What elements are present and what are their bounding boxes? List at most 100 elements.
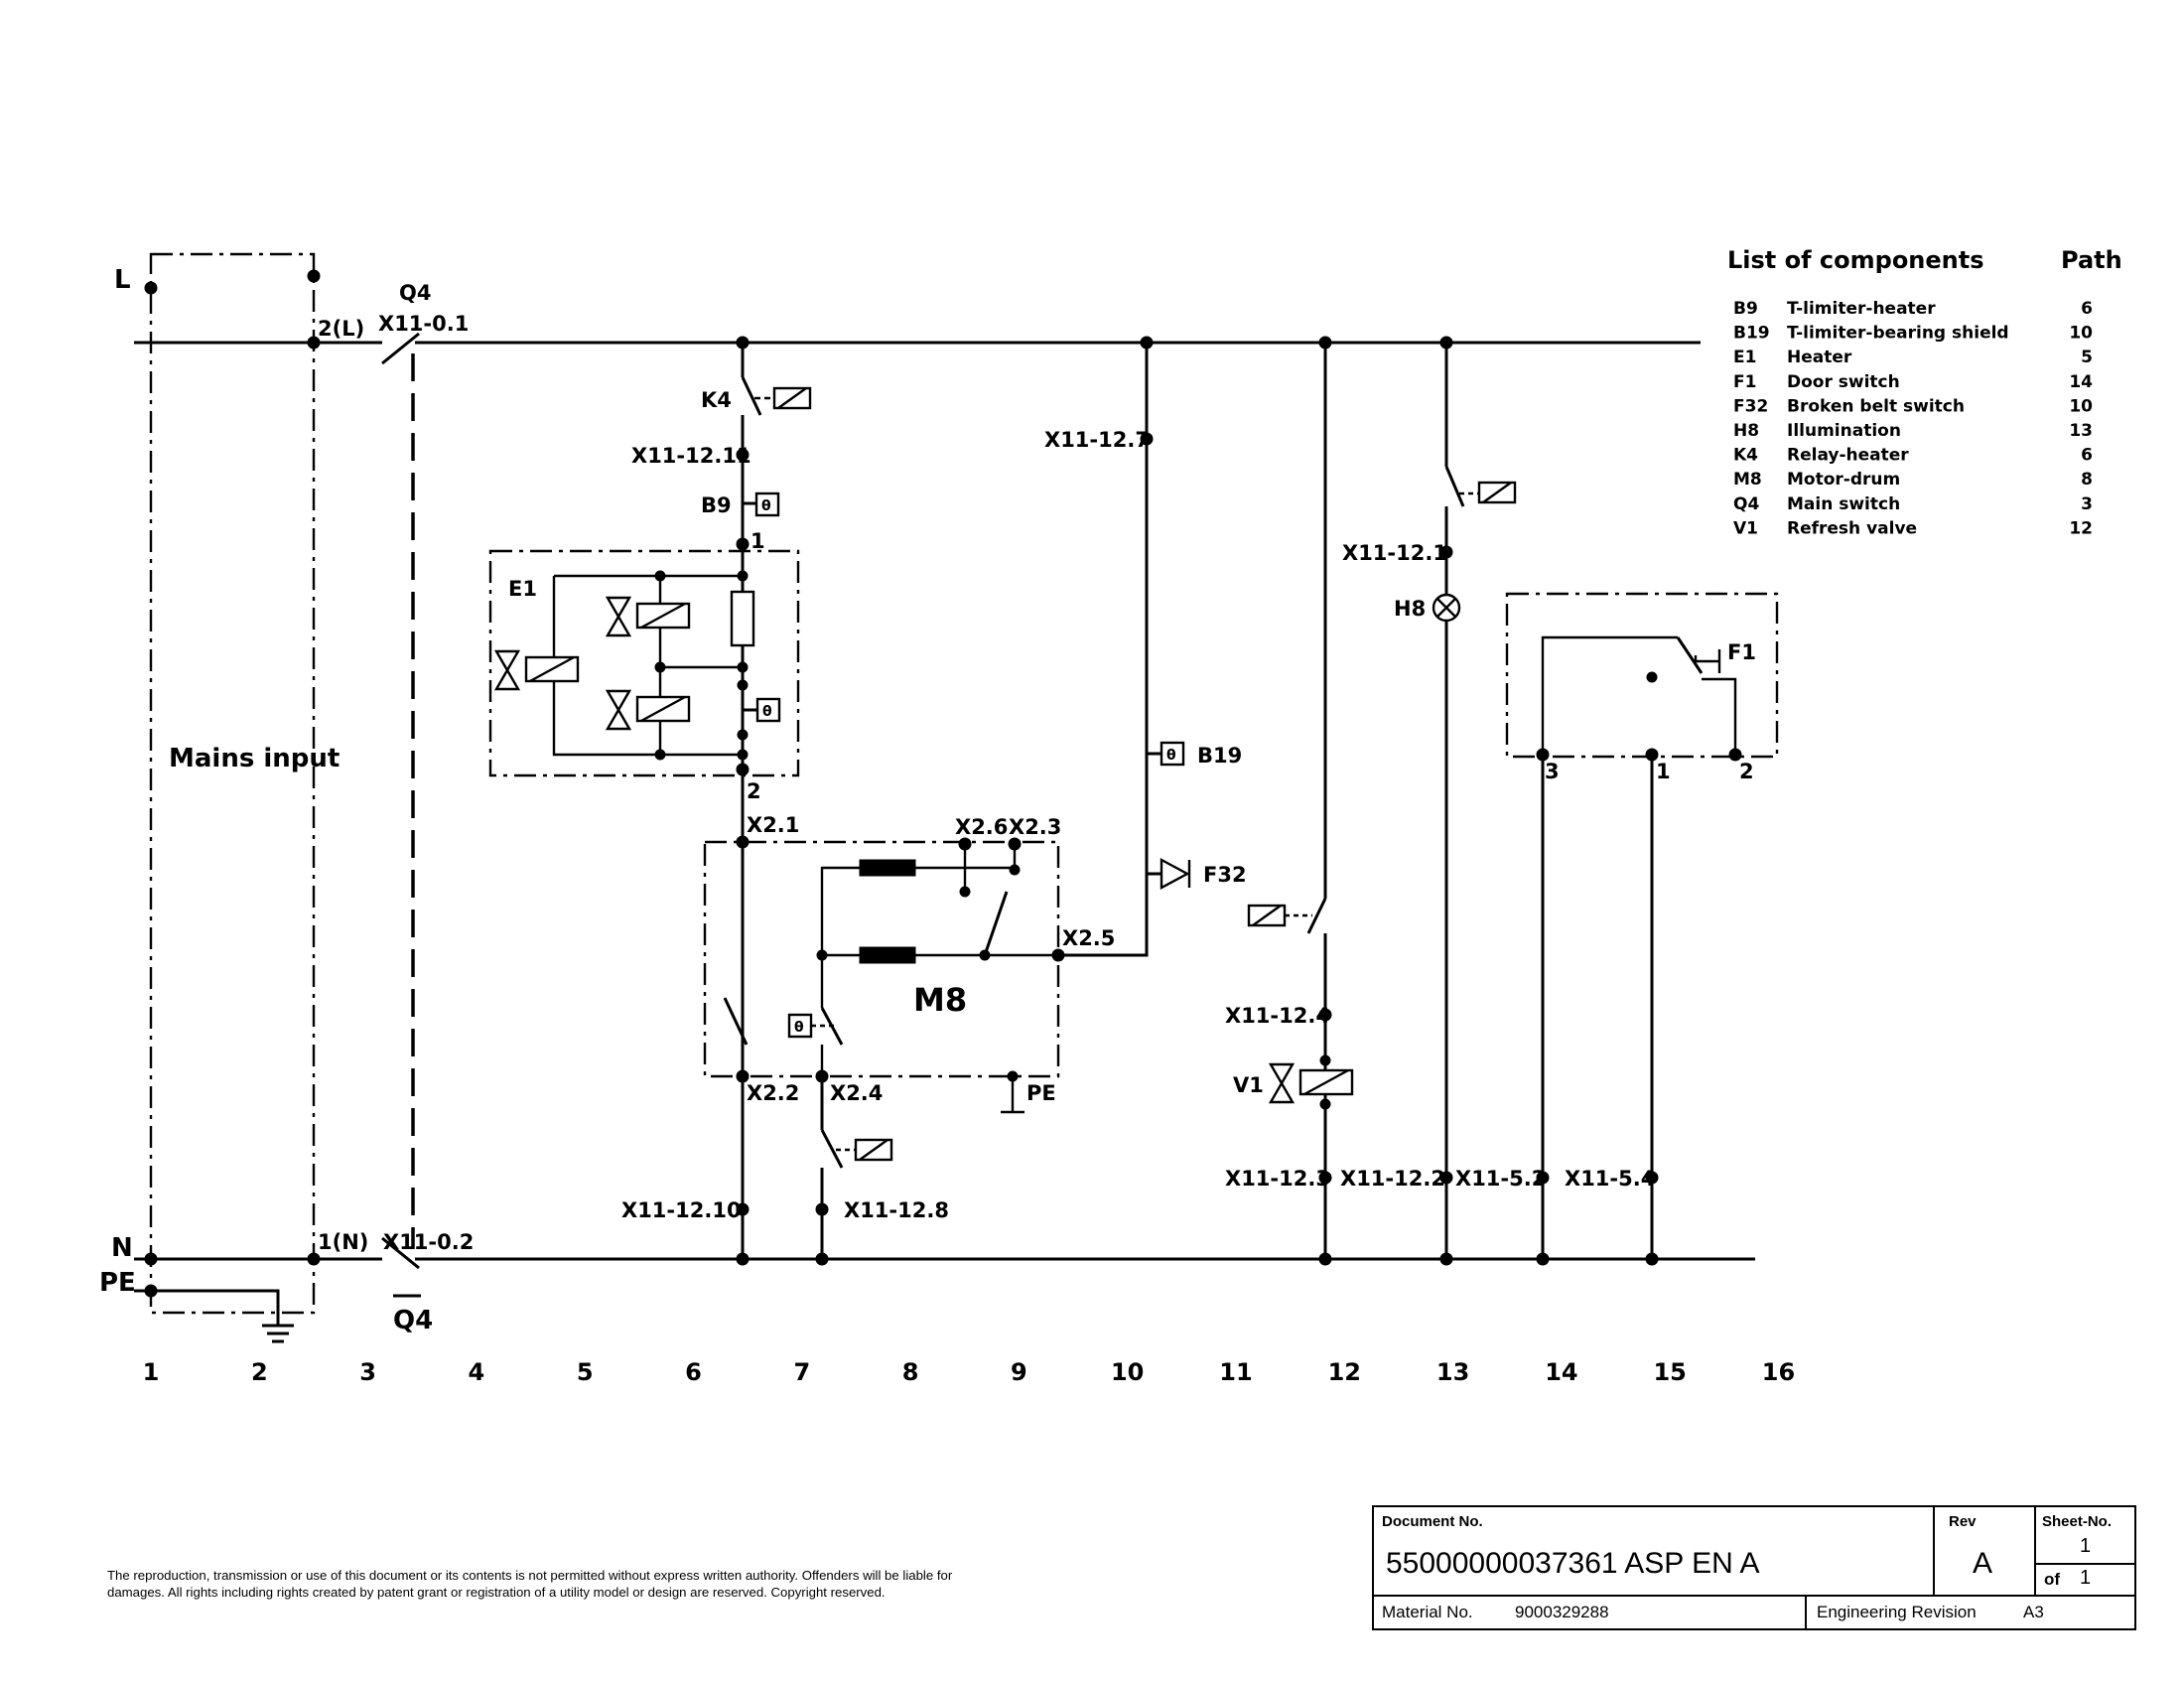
component-path: 5 xyxy=(2081,348,2093,367)
e1-label: E1 xyxy=(508,577,537,601)
f1-label: F1 xyxy=(1727,640,1756,664)
path-number-2: 2 xyxy=(251,1358,268,1386)
f32-label: F32 xyxy=(1203,863,1247,887)
document-number: 55000000037361 ASP EN A xyxy=(1386,1547,1760,1580)
q4-label-top: Q4 xyxy=(399,281,431,305)
terminal-label-x2-3: X2.3 xyxy=(1009,815,1061,839)
sheet-cell: Sheet-No. 1 xyxy=(2036,1507,2134,1565)
line-label-pe: PE xyxy=(99,1268,136,1298)
q4-label-bottom: Q4 xyxy=(393,1306,433,1335)
component-path: 14 xyxy=(2069,372,2093,392)
terminal-label-x11-12-2: X11-12.2 xyxy=(1340,1167,1445,1191)
component-name: Relay-heater xyxy=(1787,446,1909,466)
terminal-label-x11-0-2: X11-0.2 xyxy=(383,1230,474,1254)
component-path: 10 xyxy=(2069,396,2093,416)
terminal-label-2l: 2(L) xyxy=(318,317,364,341)
terminal-label-x11-12-3: X11-12.3 xyxy=(1225,1167,1330,1191)
h8-label: H8 xyxy=(1394,597,1426,621)
path-number-7: 7 xyxy=(793,1358,810,1386)
path-number-14: 14 xyxy=(1545,1358,1577,1386)
path-number-5: 5 xyxy=(577,1358,594,1386)
path-number-13: 13 xyxy=(1436,1358,1469,1386)
of-label: of xyxy=(2044,1570,2061,1589)
terminal-label-x2-2: X2.2 xyxy=(747,1081,799,1105)
terminal-label-x11-5-2: X11-5.2 xyxy=(1455,1167,1546,1191)
terminal-label-x2-1: X2.1 xyxy=(747,813,799,837)
component-path: 13 xyxy=(2069,421,2093,441)
terminal-label-x11-0-1: X11-0.1 xyxy=(378,312,469,336)
b9-label: B9 xyxy=(701,493,732,517)
path-number-6: 6 xyxy=(685,1358,702,1386)
e1-pin1-label: 1 xyxy=(751,529,765,553)
motor-pe-label: PE xyxy=(1026,1081,1056,1105)
path-number-16: 16 xyxy=(1762,1358,1795,1386)
engineering-revision: A3 xyxy=(2023,1603,2044,1621)
component-list-heading: List of components xyxy=(1727,246,1984,274)
v1-label: V1 xyxy=(1233,1073,1264,1097)
terminal-label-x11-12-1: X11-12.1 xyxy=(1342,541,1447,565)
path-number-8: 8 xyxy=(902,1358,919,1386)
component-path: 6 xyxy=(2081,299,2093,319)
component-code: B9 xyxy=(1733,299,1758,319)
path-number-4: 4 xyxy=(469,1358,485,1386)
terminal-l xyxy=(144,281,158,295)
component-name: Heater xyxy=(1787,348,1852,367)
component-code: E1 xyxy=(1733,348,1756,367)
motor-m8-box: θ xyxy=(703,837,1065,1114)
component-name: Main switch xyxy=(1787,494,1900,514)
material-number: 9000329288 xyxy=(1515,1603,1609,1621)
terminal-1n xyxy=(307,1252,321,1266)
motor-return-branch xyxy=(736,1076,893,1266)
line-label-l: L xyxy=(114,265,131,295)
path-number-15: 15 xyxy=(1653,1358,1686,1386)
copyright-notice: The reproduction, transmission or use of… xyxy=(107,1568,953,1600)
component-code: Q4 xyxy=(1733,494,1759,514)
component-path-heading: Path xyxy=(2061,246,2122,274)
document-cell: Document No. 55000000037361 ASP EN A xyxy=(1374,1507,1935,1597)
terminal-label-x11-12-8: X11-12.8 xyxy=(844,1198,949,1222)
component-name: Broken belt switch xyxy=(1787,396,1965,416)
valve-branch xyxy=(1247,336,1354,1266)
document-label: Document No. xyxy=(1382,1513,1483,1530)
sheet-number: 1 xyxy=(2080,1535,2092,1557)
of-total: 1 xyxy=(2080,1567,2092,1589)
f1-pin1-label: 1 xyxy=(1656,760,1671,783)
path-number-3: 3 xyxy=(359,1358,376,1386)
path-number-11: 11 xyxy=(1219,1358,1252,1386)
terminal-label-x11-12-7: X11-12.7 xyxy=(1044,428,1150,452)
component-path: 3 xyxy=(2081,494,2093,514)
terminal-2l xyxy=(307,336,321,350)
component-name: Motor-drum xyxy=(1787,470,1900,490)
path-number-12: 12 xyxy=(1328,1358,1361,1386)
component-code: M8 xyxy=(1733,470,1762,490)
component-code: B19 xyxy=(1733,324,1770,344)
rev-value: A xyxy=(1973,1547,1993,1580)
terminal-label-x11-5-4: X11-5.4 xyxy=(1565,1167,1655,1191)
component-name: Illumination xyxy=(1787,421,1901,441)
sheet-label: Sheet-No. xyxy=(2042,1513,2113,1530)
component-name: Refresh valve xyxy=(1787,518,1917,538)
component-code: V1 xyxy=(1733,518,1758,538)
material-cell: Material No. 9000329288 xyxy=(1374,1597,1807,1628)
component-code: K4 xyxy=(1733,446,1758,466)
component-list: List of components Path B9 T-limiter-heat… xyxy=(1727,246,2122,538)
line-label-n: N xyxy=(111,1233,133,1263)
path-number-1: 1 xyxy=(143,1358,160,1386)
bearing-branch: θ xyxy=(1058,336,1191,957)
rev-label: Rev xyxy=(1949,1513,1977,1530)
door-switch-f1-box xyxy=(1505,592,1779,1266)
terminal-label-x11-12-11: X11-12.11 xyxy=(631,444,751,468)
terminal-label-x2-4: X2.4 xyxy=(830,1081,883,1105)
component-name: T-limiter-heater xyxy=(1787,299,1936,319)
component-path: 10 xyxy=(2069,324,2093,344)
e1-pin2-label: 2 xyxy=(747,779,761,803)
b9-thermo-limiter xyxy=(754,491,780,517)
rev-cell: Rev A xyxy=(1935,1507,2036,1597)
k4-label: K4 xyxy=(701,388,732,412)
main-switch-q4 xyxy=(381,332,420,1270)
valve-icon xyxy=(1268,1062,1296,1104)
component-name: T-limiter-bearing shield xyxy=(1787,324,2009,344)
